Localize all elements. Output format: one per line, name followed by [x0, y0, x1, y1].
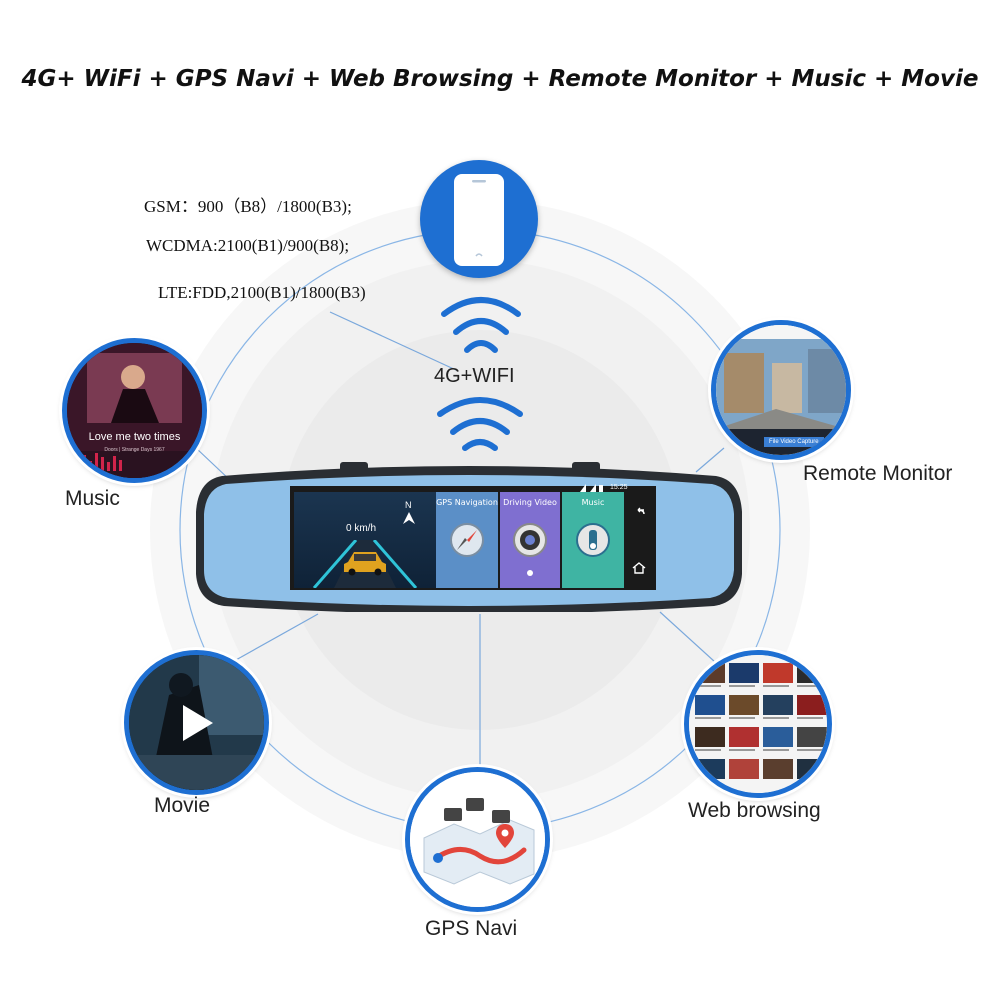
- music-badge[interactable]: Love me two times Doors | Strange Days 1…: [62, 338, 207, 483]
- signal-icon: [580, 484, 603, 492]
- tile-music[interactable]: Music: [562, 492, 624, 588]
- web-browsing-badge[interactable]: [684, 650, 832, 798]
- file-video-capture-button[interactable]: File Video Capture: [764, 437, 824, 447]
- play-icon[interactable]: [179, 703, 215, 743]
- tile-driving-video-label: Driving Video: [503, 498, 557, 507]
- tile-gps-navigation[interactable]: GPS Navigation: [436, 492, 498, 588]
- music-player-icon: [576, 523, 610, 557]
- car-icon: [344, 552, 386, 576]
- gps-navi-label: GPS Navi: [425, 917, 518, 940]
- movie-label: Movie: [154, 794, 211, 817]
- spec-gsm: GSM：900（B8）/1800(B3);: [144, 197, 352, 216]
- headline: 4G+ WiFi + GPS Navi + Web Browsing + Rem…: [21, 66, 979, 92]
- record-dot-icon: [527, 570, 533, 576]
- screen-time: 15:25: [610, 484, 628, 491]
- spec-lte: LTE:FDD,2100(B1)/1800(B3): [158, 283, 366, 302]
- wifi-signal-icon: [441, 297, 521, 353]
- web-video-grid: [689, 655, 827, 793]
- screen-speed: 0 km/h: [346, 523, 377, 534]
- spec-wcdma: WCDMA:2100(B1)/900(B8);: [146, 236, 350, 255]
- wifi-signal-icon: [437, 397, 523, 451]
- music-artist: Doors | Strange Days 1967: [104, 447, 165, 453]
- remote-monitor-scene: [716, 325, 846, 455]
- tile-driving-video[interactable]: Driving Video: [500, 492, 560, 588]
- music-label: Music: [65, 487, 120, 510]
- tile-gps-navigation-label: GPS Navigation: [436, 498, 498, 507]
- remote-monitor-badge[interactable]: File Video Capture: [711, 320, 851, 460]
- compass-icon: [450, 523, 484, 557]
- home-icon[interactable]: [632, 562, 646, 574]
- web-browsing-label: Web browsing: [688, 799, 821, 822]
- back-icon[interactable]: [634, 506, 646, 518]
- movie-badge[interactable]: [124, 650, 269, 795]
- navigation-arrow-icon: [403, 512, 415, 524]
- map-icon: [410, 772, 545, 907]
- music-album-art: [67, 343, 202, 478]
- camera-lens-icon: [513, 523, 547, 557]
- screen-compass: N: [405, 500, 412, 510]
- location-pin-icon: [496, 824, 514, 848]
- smartphone-icon: [454, 174, 504, 266]
- connectivity-label: 4G+WIFI: [434, 365, 515, 387]
- remote-monitor-label: Remote Monitor: [803, 462, 953, 485]
- phone-badge: [420, 160, 538, 278]
- tile-music-label: Music: [581, 498, 605, 507]
- music-song-title: Love me two times: [88, 431, 181, 443]
- gps-navi-badge[interactable]: [405, 767, 550, 912]
